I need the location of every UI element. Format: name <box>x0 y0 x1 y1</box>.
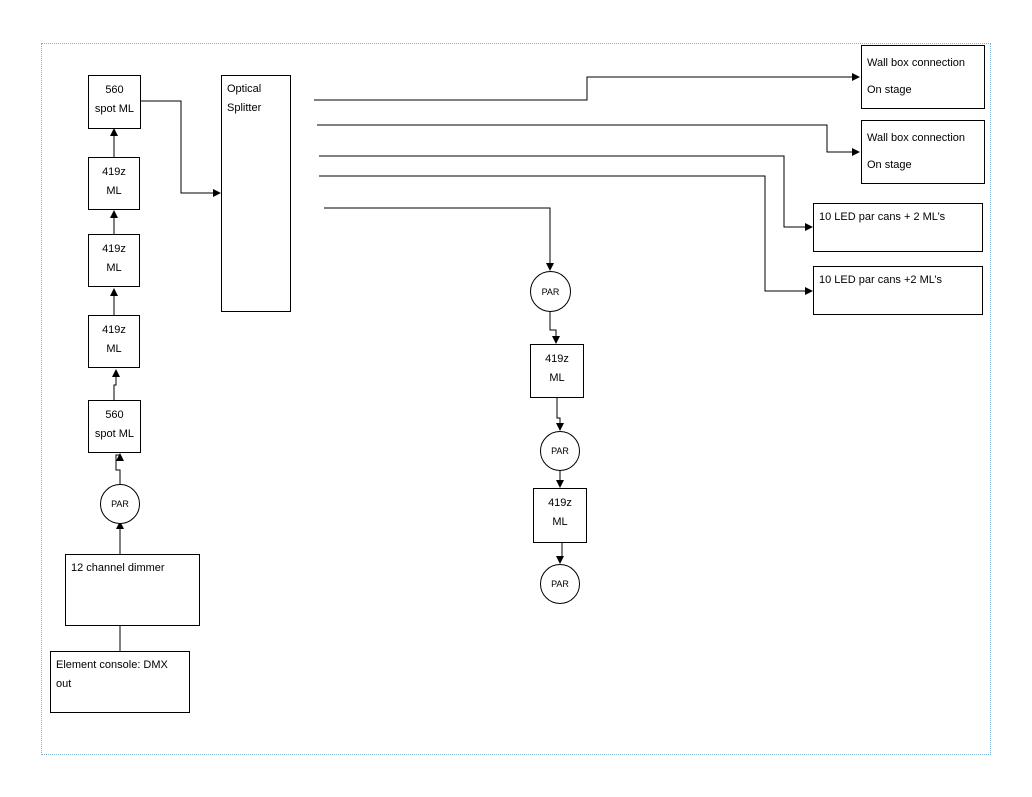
ml-box-1-line2: ML <box>106 185 122 197</box>
wallbox-2-line2: On stage <box>867 159 912 171</box>
ml-box-1-line1: 419z <box>102 166 126 178</box>
ml-box-2-line1: 419z <box>102 243 126 255</box>
splitter-line2: Splitter <box>227 102 262 114</box>
ml-mid-1-box: 419z ML <box>530 344 584 398</box>
wallbox-1-box: Wall box connection On stage <box>861 45 985 109</box>
led-par-cans-2-box: 10 LED par cans +2 ML’s <box>813 266 983 315</box>
ml-box-3-line2: ML <box>106 343 122 355</box>
led-1-label: 10 LED par cans + 2 ML’s <box>819 211 946 223</box>
wallbox-2-box: Wall box connection On stage <box>861 120 985 184</box>
ml-mid-1-line2: ML <box>549 372 565 384</box>
ml-mid-2-line2: ML <box>552 516 568 528</box>
spot-ml-bottom-line1: 560 <box>105 409 124 421</box>
connector-ml1-par2 <box>556 398 564 431</box>
par-mid-3-label: PAR <box>551 579 569 589</box>
spot-ml-bottom-line2: spot ML <box>94 428 135 440</box>
connector-splitter-parmid <box>324 207 554 271</box>
led-2-label: 10 LED par cans +2 ML’s <box>819 274 943 286</box>
par-mid-1-label: PAR <box>541 286 560 297</box>
wallbox-1-line2: On stage <box>867 84 912 96</box>
spot-ml-top-box: 560 spot ML <box>88 75 141 129</box>
console-box: Element console: DMX out <box>50 651 190 713</box>
spot-ml-top-line1: 560 <box>105 84 124 96</box>
ml-box-3-line1: 419z <box>102 324 126 336</box>
ml-mid-2-line1: 419z <box>548 497 572 509</box>
par-mid-3-circle: PAR <box>540 564 580 604</box>
par-mid-1-circle: PAR <box>530 271 571 312</box>
connector-splitter-wallbox1 <box>314 73 860 101</box>
console-line2: out <box>56 678 72 690</box>
ml-box-2: 419z ML <box>88 234 140 287</box>
par-mid-2-label: PAR <box>551 446 569 456</box>
connector-splitter-wallbox2 <box>317 124 860 156</box>
splitter-line1: Optical <box>227 83 262 95</box>
led-par-cans-1-box: 10 LED par cans + 2 ML’s <box>813 203 983 252</box>
connector-splitter-led1 <box>319 155 813 231</box>
connector-spot-splitter <box>141 100 221 197</box>
connector-splitter-led2 <box>319 175 813 295</box>
connector-par-spot <box>115 453 124 484</box>
console-line1: Element console: DMX <box>56 659 168 671</box>
ml-mid-2-box: 419z ML <box>533 488 587 543</box>
connector-par1-ml1 <box>549 311 560 344</box>
par-mid-2-circle: PAR <box>540 431 580 471</box>
ml-box-1: 419z ML <box>88 157 140 210</box>
connector-ml2-par3 <box>556 543 564 564</box>
par-left-label: PAR <box>111 499 129 509</box>
dimmer-label: 12 channel dimmer <box>71 562 165 574</box>
dimmer-box: 12 channel dimmer <box>65 554 200 626</box>
ml-box-3: 419z ML <box>88 315 140 368</box>
spot-ml-top-line2: spot ML <box>94 103 135 115</box>
wallbox-1-line1: Wall box connection <box>867 57 966 69</box>
spot-ml-bottom-box: 560 spot ML <box>88 400 141 453</box>
ml-box-2-line2: ML <box>106 262 122 274</box>
connector-spot-ml3 <box>112 369 120 400</box>
par-left-circle: PAR <box>100 484 140 524</box>
ml-mid-1-line1: 419z <box>545 353 569 365</box>
diagram-frame <box>41 43 991 755</box>
wallbox-2-line1: Wall box connection <box>867 132 966 144</box>
optical-splitter-box: Optical Splitter <box>221 75 291 312</box>
